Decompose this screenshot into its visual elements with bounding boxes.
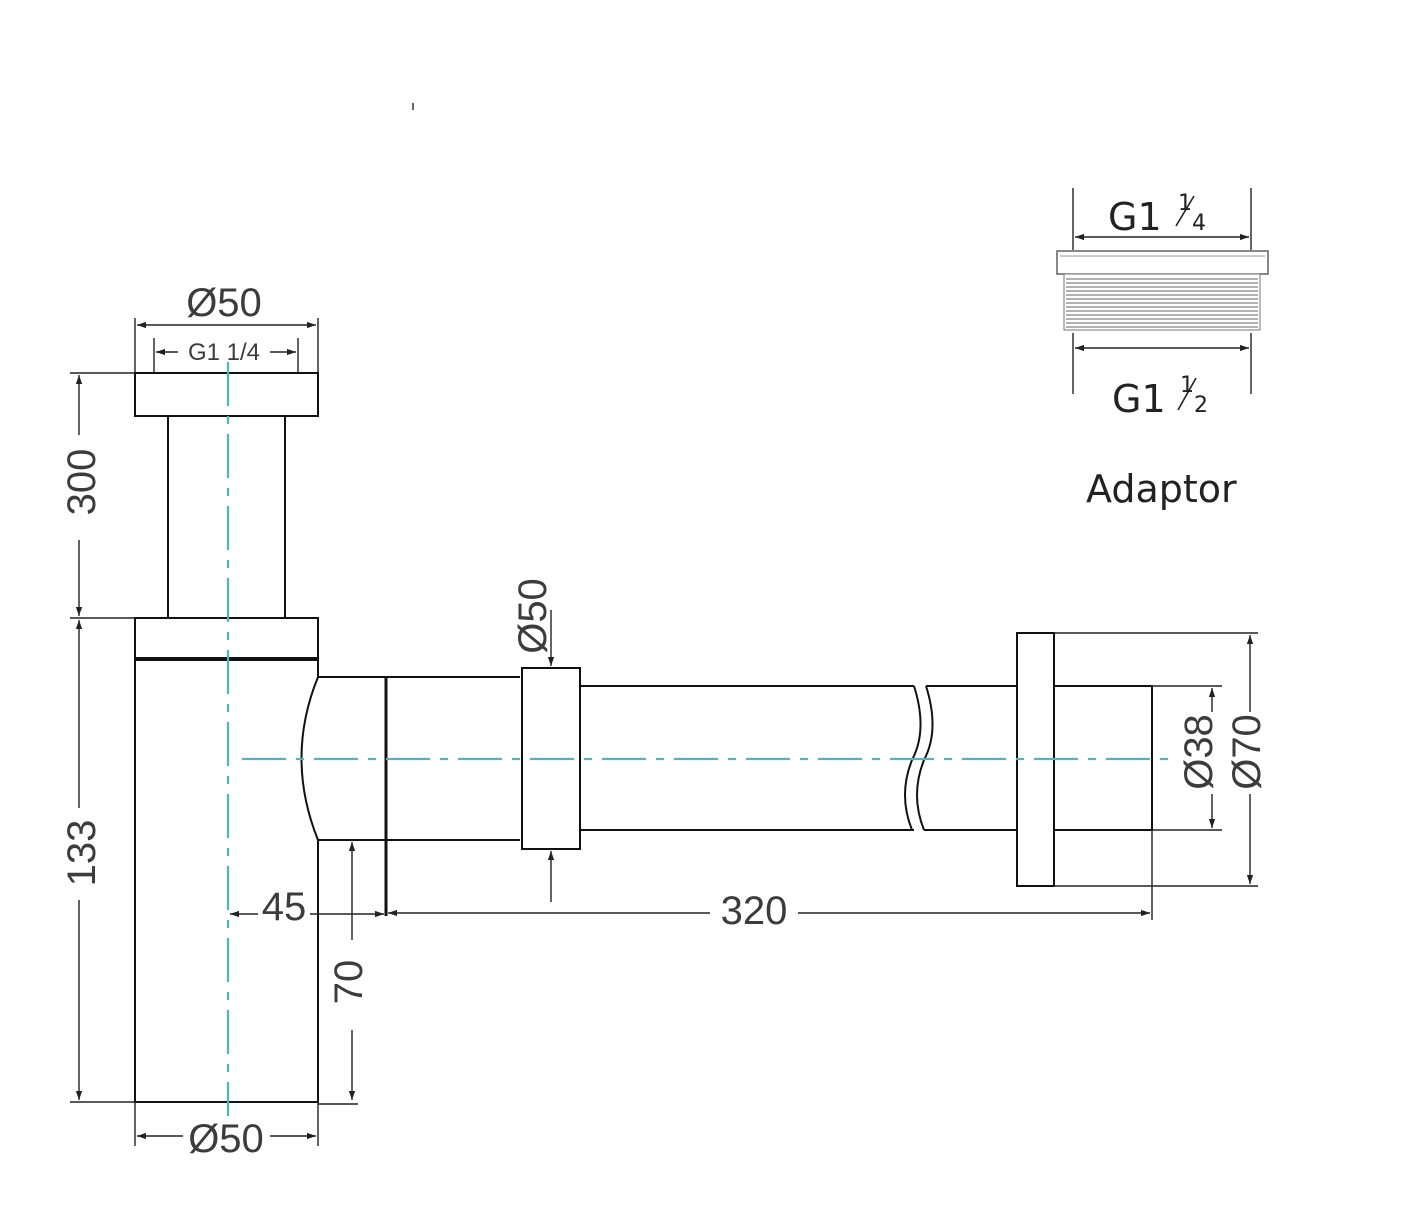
siphon-body [134, 372, 581, 1103]
collar-outline [134, 617, 319, 659]
fraction-slash [1175, 195, 1195, 227]
upper-tube-outline [167, 415, 286, 619]
adaptor-title: Adaptor [1086, 467, 1237, 511]
bottle-body-outline [134, 659, 319, 1103]
height-300-label: 300 [60, 449, 104, 516]
top-cap-outline [134, 372, 319, 417]
dimension-text: Ø50 G1 1/4 300 133 Ø50 Ø50 45 70 320 Ø38… [60, 281, 1269, 1161]
adaptor-flange [1056, 250, 1269, 275]
top-diameter-label: Ø50 [186, 281, 262, 325]
dimension-lines [70, 318, 1258, 1146]
inner-diameter-label: Ø38 [1177, 714, 1221, 790]
outlet-diameter-label: Ø50 [511, 578, 555, 654]
adaptor-bottom-thread-numerator: 1 [1180, 373, 1194, 398]
adaptor-bottom-thread-main: G1 [1112, 377, 1166, 421]
length-320-label: 320 [721, 889, 788, 933]
outer-diameter-label: Ø70 [1225, 714, 1269, 790]
height-133-label: 133 [60, 820, 104, 887]
fraction-slash [1177, 377, 1197, 411]
adaptor-top-thread-main: G1 [1108, 195, 1162, 239]
offset-45-label: 45 [262, 885, 307, 929]
outlet-nut-outline [521, 667, 581, 850]
adaptor-top-thread-denominator: 4 [1192, 211, 1206, 236]
adaptor-bottom-thread-denominator: 2 [1194, 393, 1208, 418]
adaptor-detail: G1 1 4 G1 1 2 Adaptor [1056, 188, 1269, 511]
height-70-label: 70 [327, 960, 371, 1005]
adaptor-top-thread-numerator: 1 [1178, 191, 1192, 216]
centerlines [226, 362, 1172, 1116]
bottom-diameter-label: Ø50 [188, 1117, 264, 1161]
adaptor-thread [1063, 273, 1261, 331]
adaptor-thread-body [1063, 273, 1261, 331]
top-thread-label: G1 1/4 [188, 339, 260, 366]
